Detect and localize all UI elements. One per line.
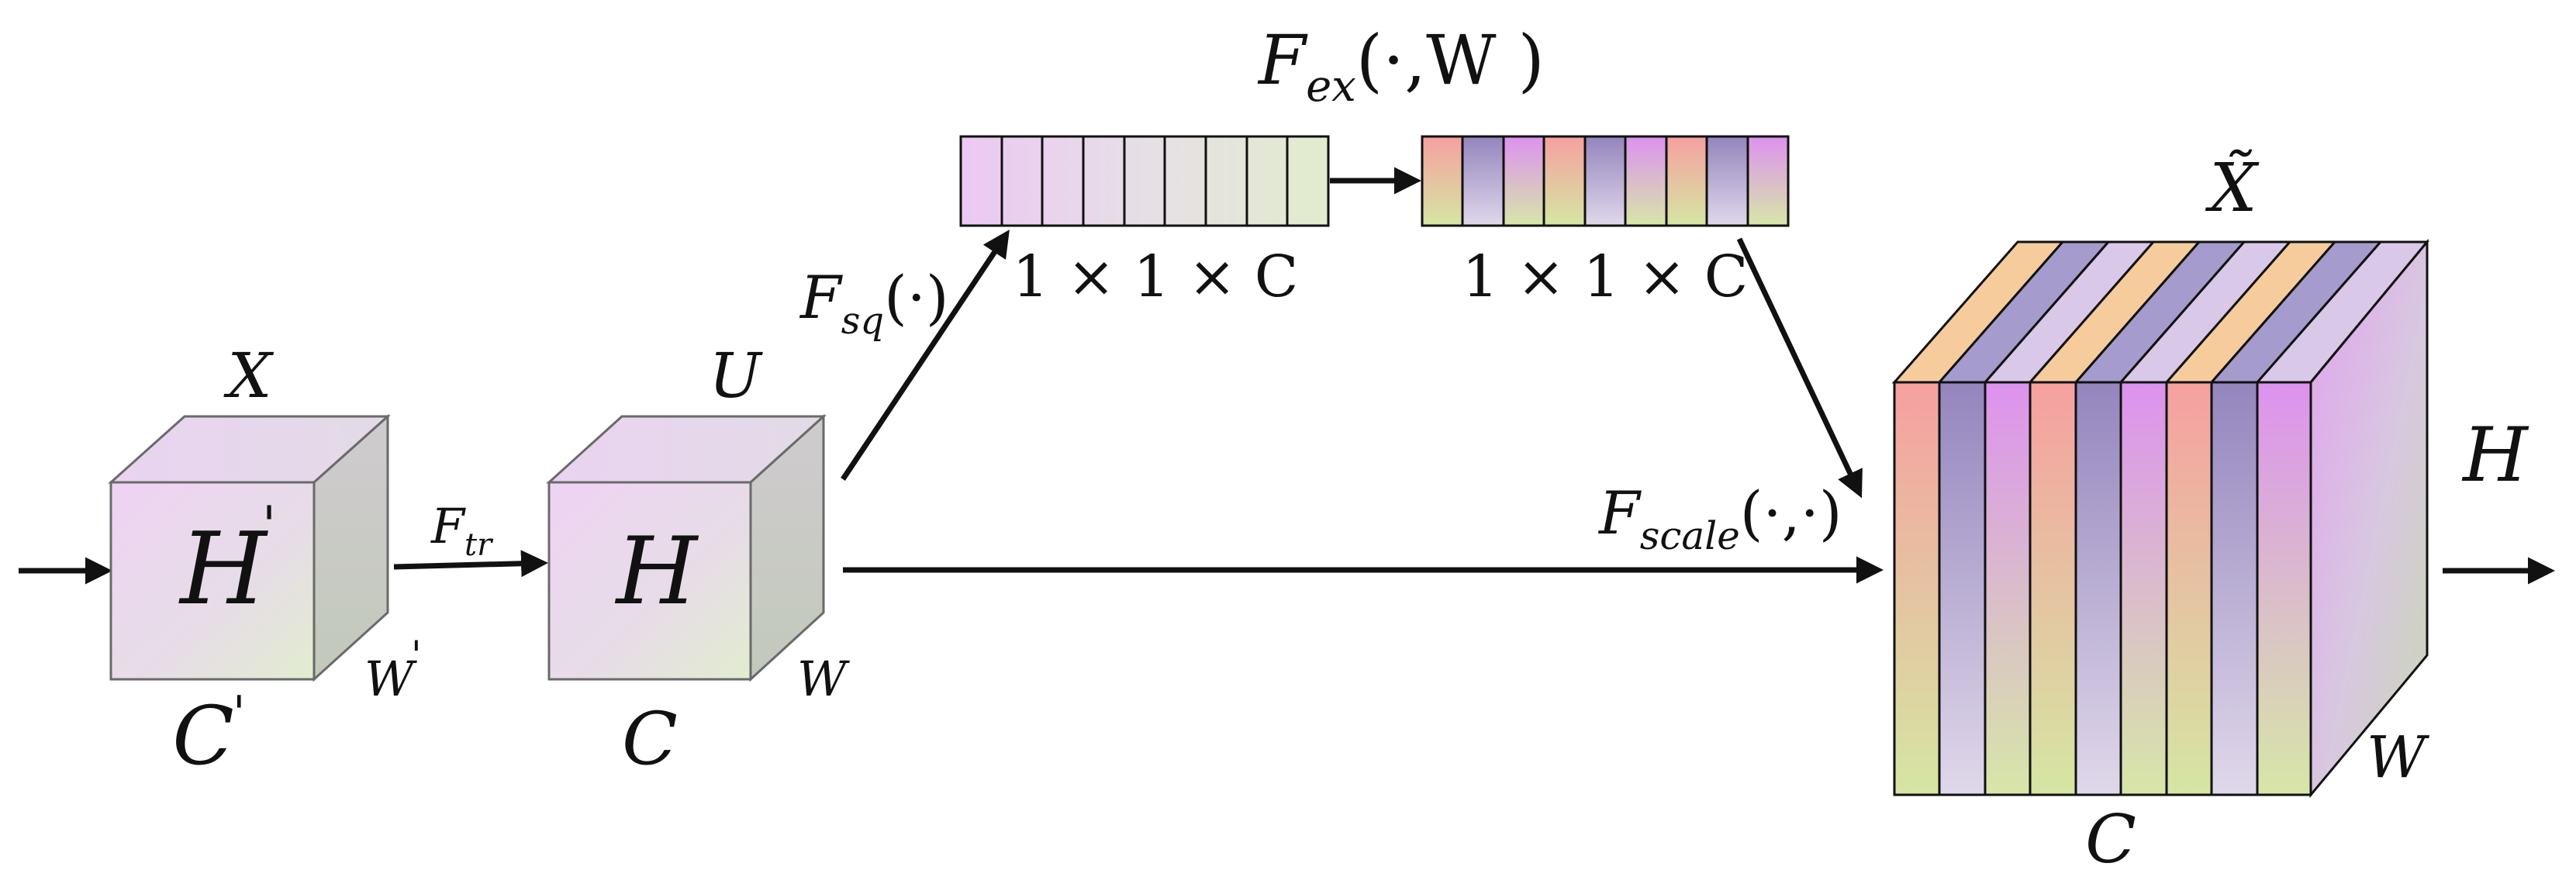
squeeze-vector	[959, 135, 1330, 227]
out-width-label: W	[2367, 724, 2430, 791]
scale-weight-arrow	[1736, 237, 1863, 499]
vec1-dims-label: 1 × 1 × C	[1013, 243, 1299, 310]
x-width-label: W	[364, 651, 417, 707]
excitation-vector	[1421, 135, 1790, 227]
x-tilde-label: X̃	[2205, 149, 2260, 227]
f-ex-label: Fex(·,W )	[1257, 20, 1545, 112]
squeeze-arrow	[841, 230, 1010, 481]
input-cube-x	[108, 413, 391, 682]
f-tr-label: Ftr	[430, 498, 494, 563]
x-height-prime: '	[262, 496, 276, 555]
output-cube-x-tilde	[1891, 238, 2430, 799]
feature-cube-u	[546, 413, 827, 682]
u-channels-label: C	[622, 697, 678, 782]
f-sq-label: Fsq(·)	[799, 263, 949, 343]
u-label: U	[709, 340, 763, 412]
x-width-prime: '	[411, 633, 422, 678]
out-height-label: H	[2461, 412, 2529, 499]
transform-arrow	[393, 550, 548, 578]
x-label: X	[223, 340, 275, 412]
u-height-label: H	[615, 518, 699, 626]
x-channels-label: C	[172, 689, 234, 783]
u-width-label: W	[797, 651, 850, 707]
out-channels-label: C	[2085, 801, 2136, 879]
vec2-dims-label: 1 × 1 × C	[1462, 243, 1749, 310]
x-channels-prime: '	[233, 686, 246, 741]
x-height-label: H	[178, 512, 268, 627]
f-scale-label: Fscale(·,·)	[1597, 478, 1842, 558]
